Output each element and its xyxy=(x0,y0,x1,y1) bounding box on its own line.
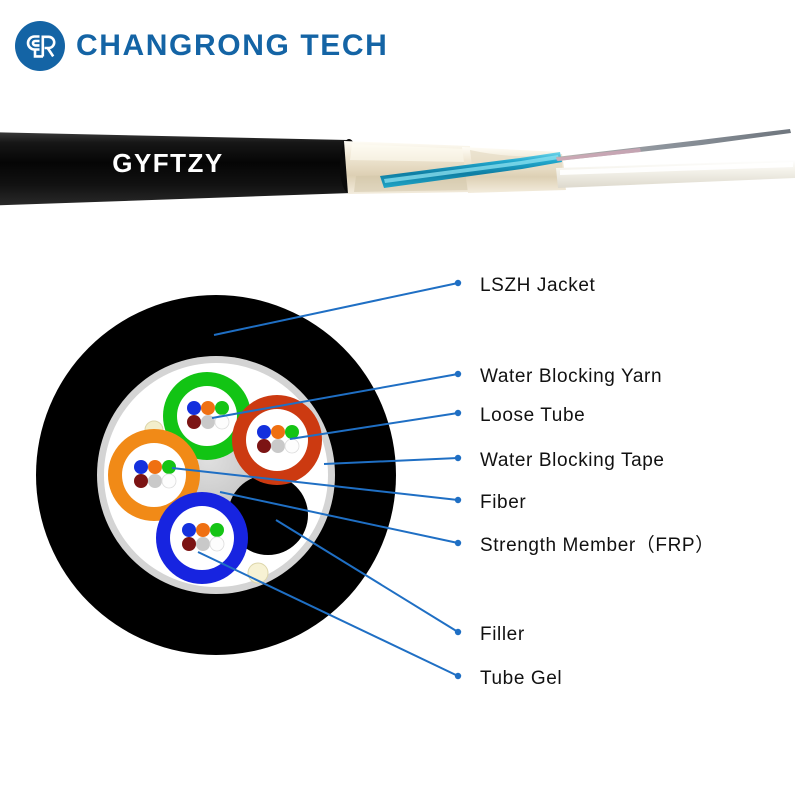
callout-label-strength-member: Strength Member（FRP） xyxy=(480,534,715,556)
loose-tube-orange xyxy=(108,429,200,521)
cr-monogram-circle-icon xyxy=(15,21,65,71)
callout-label-water-blocking-yarn: Water Blocking Yarn xyxy=(480,366,662,387)
loose-tube-blue xyxy=(156,492,248,584)
callout-label-water-blocking-tape: Water Blocking Tape xyxy=(480,450,665,471)
cross-section-figure: LSZH Jacket Water Blocking Yarn Loose Tu… xyxy=(0,250,800,720)
brand-header: CHANGRONG TECH xyxy=(14,14,434,78)
brand-wordmark: CHANGRONG TECH xyxy=(76,29,389,62)
fiber-cluster-blue xyxy=(182,523,225,552)
cable-jacket-print: GYFTZY xyxy=(112,148,224,178)
callout-label-tube-gel: Tube Gel xyxy=(480,668,562,689)
callout-leader-lines xyxy=(171,279,462,680)
loose-tube-green xyxy=(163,372,251,460)
photo-outer-jacket xyxy=(0,132,352,206)
fiber-cluster-red xyxy=(257,425,300,454)
callout-label-loose-tube: Loose Tube xyxy=(480,405,585,426)
callout-label-lszh-jacket: LSZH Jacket xyxy=(480,275,595,296)
filler xyxy=(228,475,308,555)
fiber-cluster-green xyxy=(187,401,230,430)
fiber-green xyxy=(162,460,176,474)
cable-photo: GYFTZY xyxy=(0,100,800,235)
fiber-cluster-orange xyxy=(134,460,177,489)
callout-label-fiber: Fiber xyxy=(480,492,526,513)
callout-label-filler: Filler xyxy=(480,624,525,645)
loose-tube-red xyxy=(232,395,322,485)
